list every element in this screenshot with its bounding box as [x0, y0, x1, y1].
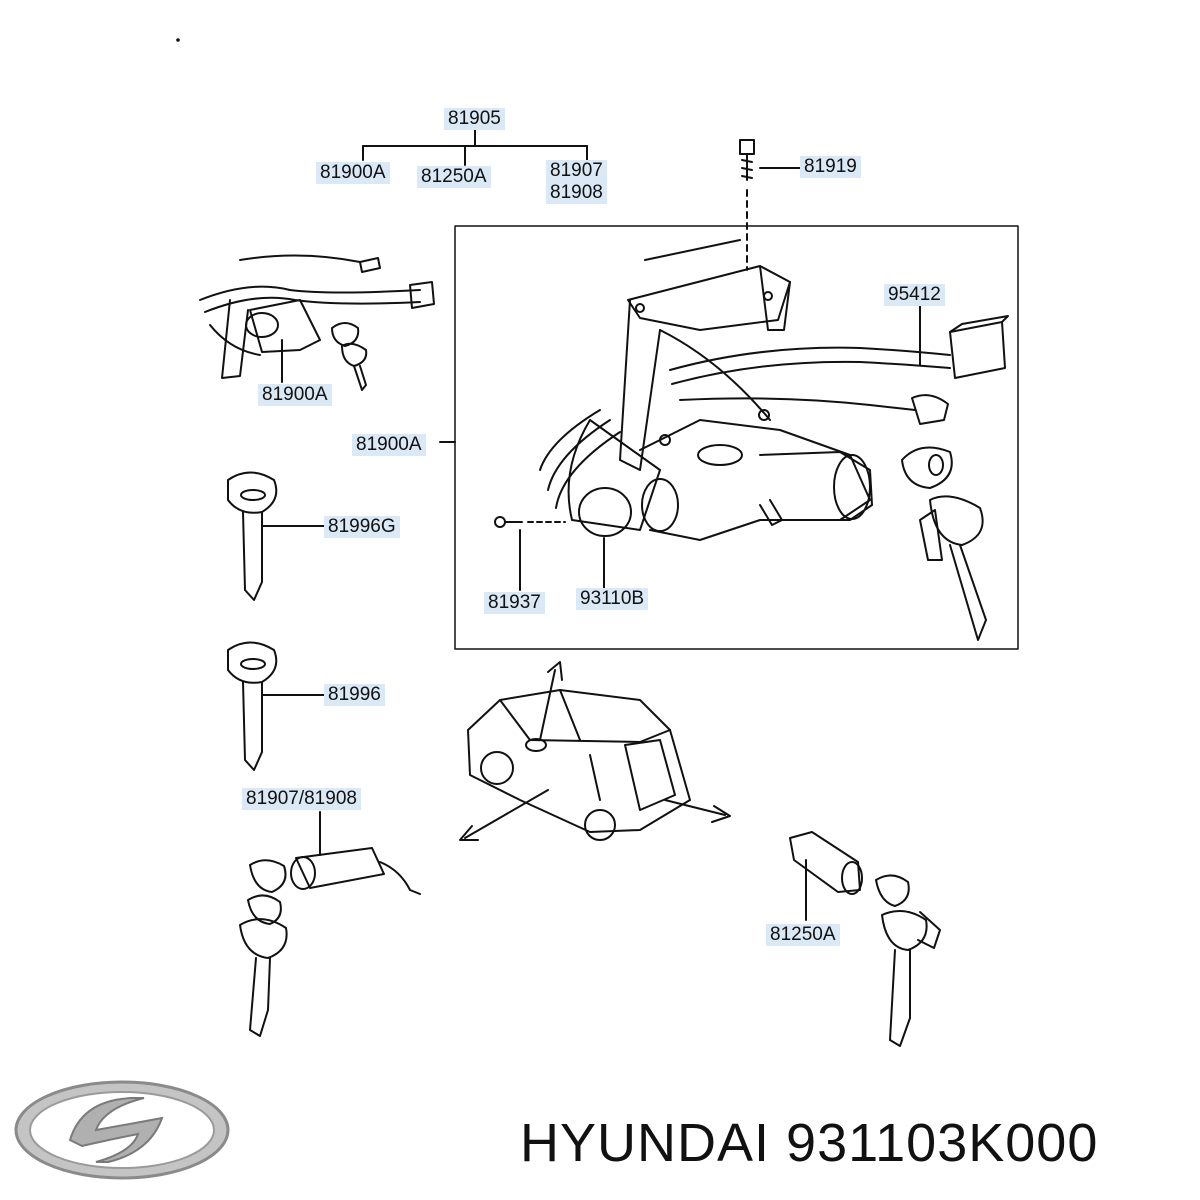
label-kit-sub-1: 81900A [316, 162, 390, 184]
tailgate-cylinder [789, 831, 941, 1047]
assembly-key [901, 446, 987, 641]
label-key-81996: 81996 [324, 684, 385, 706]
label-harness-small: 81900A [258, 384, 332, 406]
label-screw: 81937 [484, 592, 545, 614]
label-tailgate-cylinder: 81250A [766, 924, 840, 946]
door-cylinder [239, 811, 421, 1037]
footer-part-title: HYUNDAI 931103K000 [520, 1112, 1098, 1174]
brand-name: HYUNDAI [520, 1113, 771, 1173]
wire-harness [539, 346, 951, 509]
label-key-81996G: 81996G [324, 516, 400, 538]
label-bolt: 81919 [800, 156, 861, 178]
label-ignition-cylinder: 93110B [576, 588, 649, 610]
bolt-81919 [739, 139, 806, 271]
blank-key-81996G [227, 471, 327, 601]
label-connector: 95412 [884, 284, 945, 306]
label-kit-sub-2: 81250A [417, 166, 491, 188]
label-kit-sub-3b: 81908 [546, 182, 607, 204]
small-harness-assembly [199, 254, 435, 391]
connector-95412 [911, 305, 1009, 425]
blank-key-81996 [227, 641, 327, 771]
label-kit-main: 81905 [444, 108, 505, 130]
hyundai-logo-icon [14, 1080, 230, 1180]
speck [176, 38, 180, 42]
label-door-cylinder: 81907/81908 [242, 788, 361, 810]
label-kit-sub-3a: 81907 [546, 160, 607, 182]
ignition-lock-assembly [567, 239, 873, 541]
assembly-frame [454, 225, 1019, 650]
vehicle-sketch [459, 661, 731, 841]
label-lock-assembly: 81900A [352, 434, 426, 456]
screw-81937 [494, 516, 605, 591]
kit-bracket-lines [362, 129, 588, 166]
part-number: 931103K000 [786, 1113, 1099, 1173]
